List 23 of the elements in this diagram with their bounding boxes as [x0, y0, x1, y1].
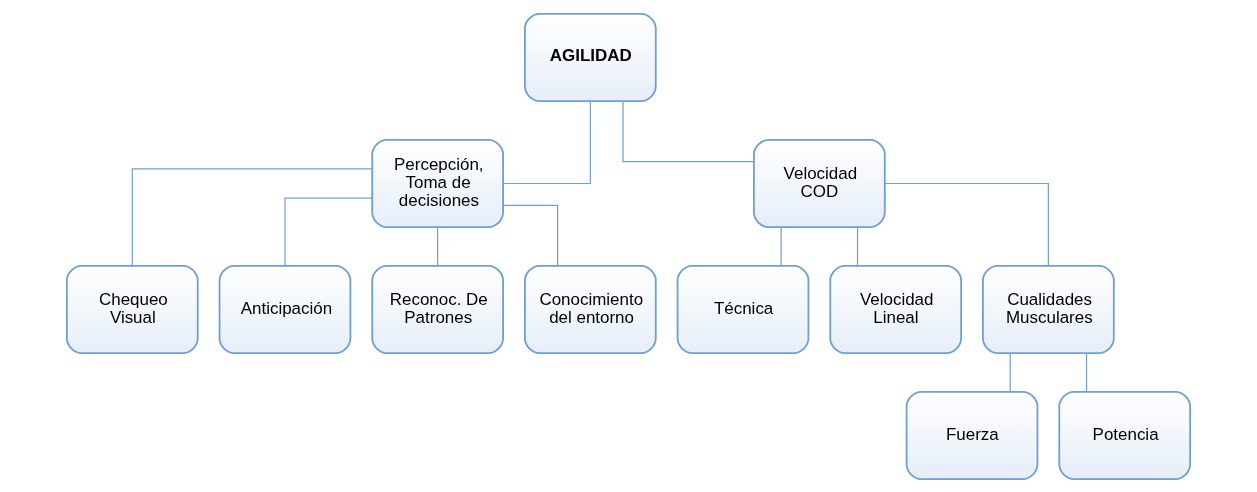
- connector: [437, 226, 439, 266]
- node-box: Fuerza: [905, 390, 1039, 480]
- connector: [284, 196, 373, 266]
- node-box: Reconoc. De Patrones: [371, 264, 504, 354]
- connector: [856, 226, 859, 266]
- node-box: Cualidades Musculares: [982, 264, 1115, 354]
- connector: [622, 100, 755, 162]
- connector: [1085, 352, 1088, 392]
- node-box: Percepción, Toma de decisiones: [371, 138, 504, 228]
- connector: [502, 204, 559, 266]
- node-box: Técnica: [676, 264, 810, 354]
- node-box: Velocidad Lineal: [829, 264, 963, 354]
- node-box: Potencia: [1058, 390, 1192, 480]
- connector: [780, 226, 782, 266]
- node-box: Velocidad COD: [753, 138, 886, 228]
- connector: [884, 182, 1049, 266]
- node-box: Chequeo Visual: [65, 264, 199, 354]
- connector: [502, 100, 591, 184]
- connector: [1009, 352, 1011, 392]
- connector: [131, 167, 373, 266]
- node-box: AGILIDAD: [524, 12, 657, 102]
- node-box: Anticipación: [218, 264, 352, 354]
- node-box: Conocimiento del entorno: [524, 264, 657, 354]
